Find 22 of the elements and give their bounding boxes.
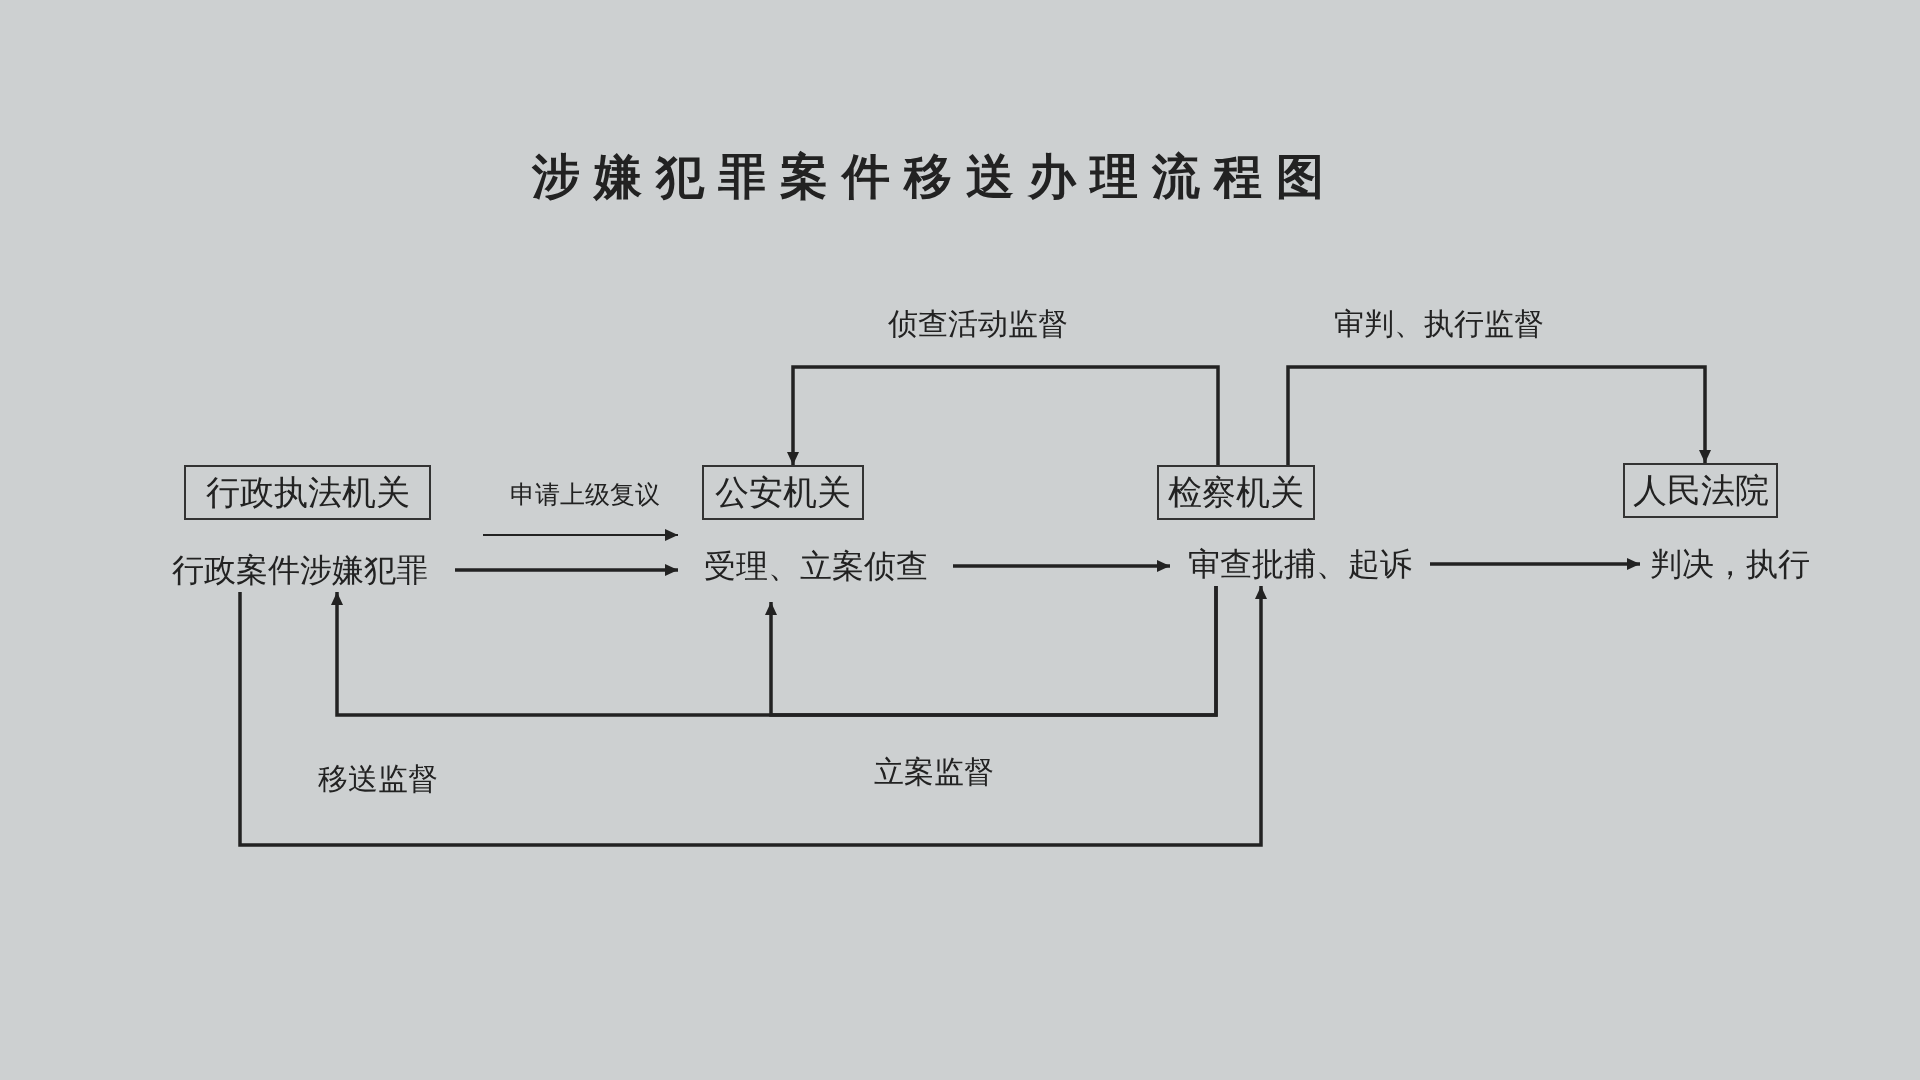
step-text: 行政案件涉嫌犯罪 [145, 548, 455, 592]
arrow [765, 586, 1218, 717]
arrow [1286, 365, 1711, 465]
step-text: 审查批捕、起诉 [1170, 542, 1430, 586]
diagram-title: 涉嫌犯罪案件移送办理流程图 [531, 147, 1339, 206]
step-text: 判决，执行 [1640, 542, 1820, 586]
edge-label: 移送监督 [318, 759, 438, 798]
arrow [455, 564, 678, 576]
agency-box: 检察机关 [1157, 465, 1315, 520]
edge-label: 立案监督 [874, 752, 994, 791]
agency-box: 人民法院 [1623, 463, 1778, 518]
agency-box: 行政执法机关 [184, 465, 431, 520]
arrow [482, 529, 679, 541]
edge-label: 申请上级复议 [510, 479, 660, 512]
arrow [953, 560, 1170, 572]
edge-label: 侦查活动监督 [888, 304, 1068, 343]
step-text: 受理、立案侦查 [678, 530, 953, 602]
arrow [1430, 558, 1640, 570]
arrow [787, 365, 1220, 465]
agency-box: 公安机关 [702, 465, 864, 520]
edge-label: 审判、执行监督 [1334, 304, 1544, 343]
arrow [238, 586, 1267, 847]
